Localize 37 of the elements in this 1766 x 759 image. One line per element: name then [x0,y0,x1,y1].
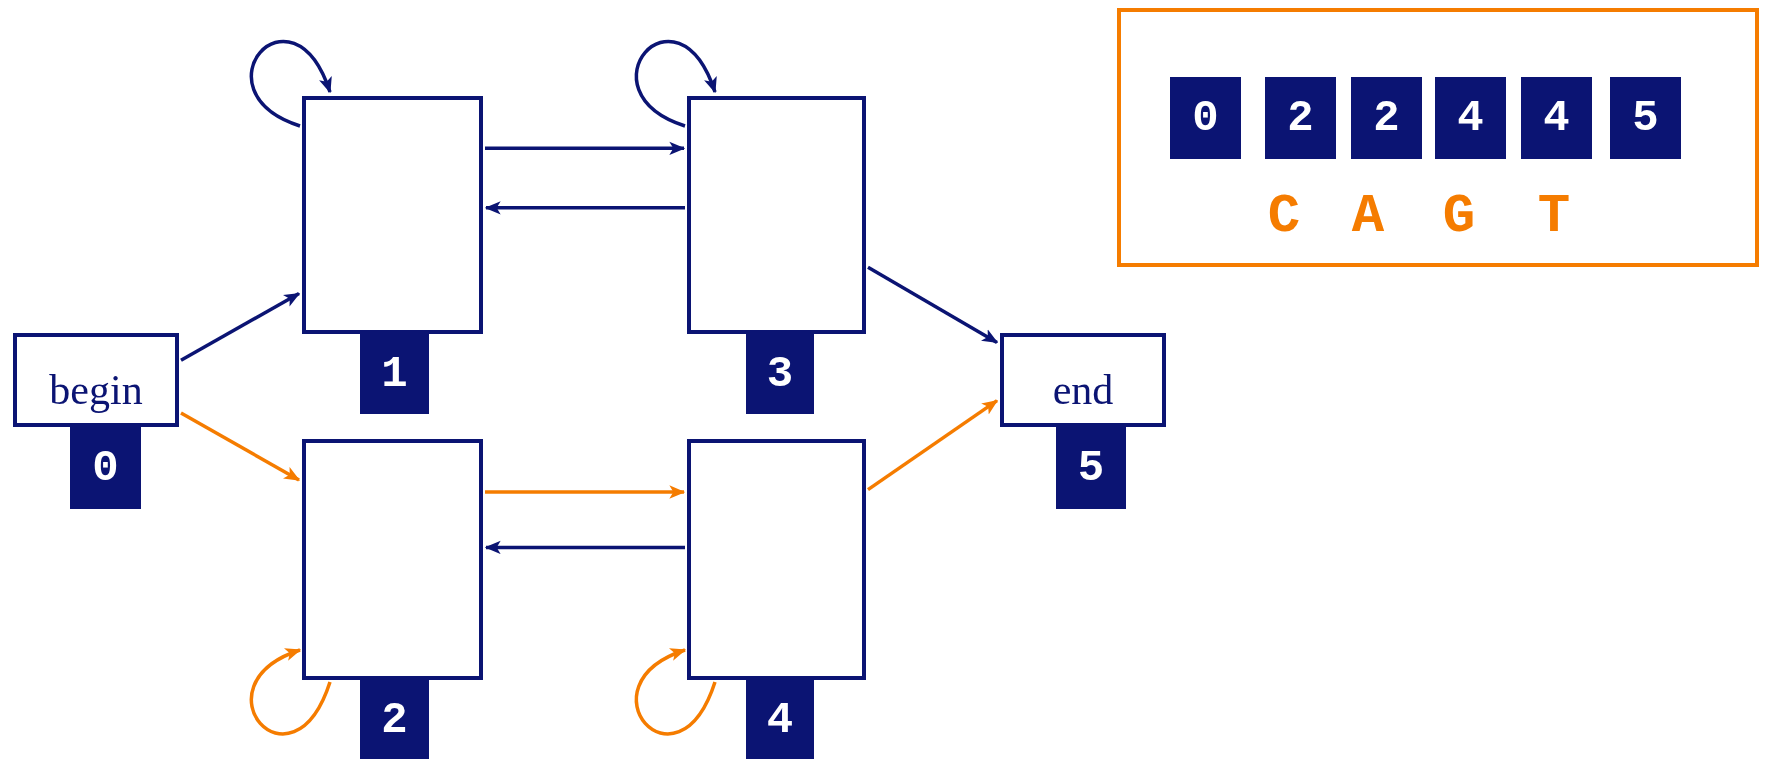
arrow [485,485,686,499]
nucleotide-letter: C [1267,190,1301,244]
state-number-badge: 0 [70,427,141,509]
arrow [634,39,717,128]
nucleotide-letter: G [1442,190,1476,244]
nucleotide-letter: T [1537,190,1571,244]
state-number-badge: 2 [360,680,429,759]
state-number-badge: 3 [746,334,814,414]
arrow [180,292,301,362]
state-box [13,333,179,427]
arrow [249,648,332,736]
arrow [867,399,999,492]
state-label: begin [49,369,143,415]
arrow [484,201,685,215]
state-number-badge: 1 [360,334,429,414]
nucleotide-letter: A [1351,190,1385,244]
arrow [867,265,999,344]
state-number-badge: 4 [746,680,814,759]
state-box [687,96,866,334]
state-number-badge: 5 [1056,427,1126,509]
state-box [1000,333,1166,427]
state-number-badge: 0 [1170,77,1241,159]
arrow [249,39,332,128]
state-box [302,96,483,334]
state-box [687,439,866,680]
arrow [485,141,686,156]
state-label: end [1052,369,1114,415]
arrow [484,540,685,555]
state-box [302,439,483,680]
state-number-badge: 2 [1265,77,1336,159]
arrow [180,411,301,482]
state-number-badge: 5 [1610,77,1681,159]
sequence-panel [1117,8,1759,267]
arrow [634,648,717,736]
state-number-badge: 4 [1521,77,1592,159]
state-number-badge: 2 [1351,77,1422,159]
state-number-badge: 4 [1435,77,1506,159]
